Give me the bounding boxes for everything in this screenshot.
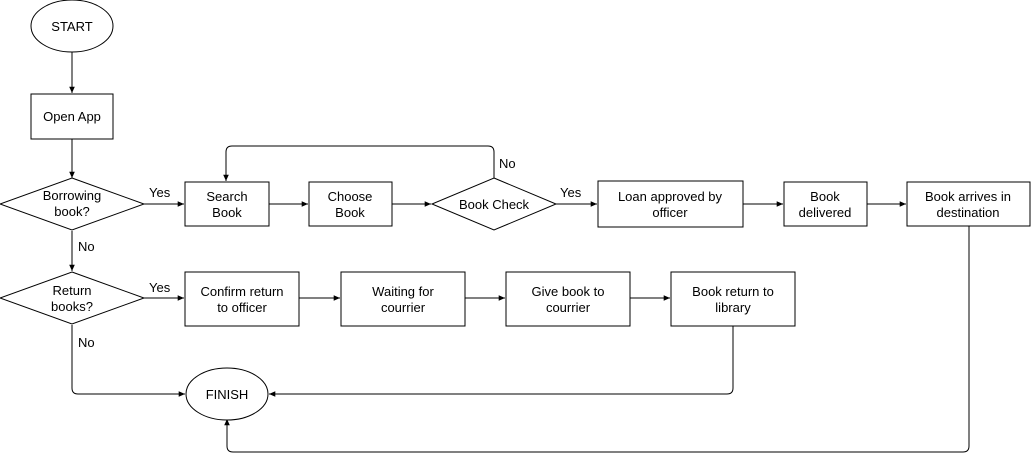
node-open-app-label: Open App bbox=[43, 109, 101, 124]
node-waiting-courrier: Waiting for courrier bbox=[340, 271, 466, 327]
node-return-decision: Return books? bbox=[0, 271, 146, 325]
node-book-check-decision: Book Check bbox=[430, 177, 558, 231]
node-return-line2: books? bbox=[51, 299, 93, 314]
node-give-line2: courrier bbox=[546, 300, 591, 315]
node-open-app: Open App bbox=[30, 93, 114, 140]
node-confirm-return: Confirm return to officer bbox=[184, 271, 300, 327]
edges bbox=[69, 52, 970, 453]
node-borrowing-decision: Borrowing book? bbox=[0, 177, 146, 231]
node-arrives-line2: destination bbox=[937, 205, 1000, 220]
node-book-return-line2: library bbox=[715, 300, 751, 315]
label-check-no: No bbox=[499, 156, 516, 171]
node-loan-line2: officer bbox=[652, 205, 688, 220]
node-book-delivered: Book delivered bbox=[783, 181, 868, 227]
node-give-book: Give book to courrier bbox=[505, 271, 631, 327]
label-return-no: No bbox=[78, 335, 95, 350]
node-return-line1: Return bbox=[52, 283, 91, 298]
edge-check-no-loop bbox=[223, 145, 495, 181]
node-borrowing-line2: book? bbox=[54, 204, 89, 219]
node-waiting-line2: courrier bbox=[381, 300, 426, 315]
node-search-line1: Search bbox=[206, 189, 247, 204]
edge-book-return-to-finish bbox=[269, 326, 734, 397]
node-book-return-line1: Book return to bbox=[692, 284, 774, 299]
node-arrives-line1: Book arrives in bbox=[925, 189, 1011, 204]
label-borrow-no: No bbox=[78, 239, 95, 254]
node-book-check-label: Book Check bbox=[459, 197, 530, 212]
node-delivered-line2: delivered bbox=[799, 205, 852, 220]
node-book-return-library: Book return to library bbox=[670, 271, 796, 327]
label-check-yes: Yes bbox=[560, 185, 582, 200]
node-delivered-line1: Book bbox=[810, 189, 840, 204]
node-choose-line1: Choose bbox=[328, 189, 373, 204]
node-loan-approved: Loan approved by officer bbox=[597, 180, 744, 228]
node-book-arrives: Book arrives in destination bbox=[906, 181, 1031, 227]
edge-labels: Yes No Yes No Yes No bbox=[78, 156, 582, 350]
node-loan-line1: Loan approved by bbox=[618, 189, 723, 204]
label-return-yes: Yes bbox=[149, 280, 171, 295]
node-confirm-line2: to officer bbox=[217, 300, 267, 315]
node-start-label: START bbox=[51, 19, 92, 34]
edge-return-no-to-finish bbox=[71, 325, 185, 397]
node-finish-label: FINISH bbox=[206, 387, 249, 402]
node-search-book: Search Book bbox=[184, 181, 270, 227]
node-search-line2: Book bbox=[212, 205, 242, 220]
node-waiting-line1: Waiting for bbox=[372, 284, 434, 299]
node-finish: FINISH bbox=[185, 367, 269, 421]
node-choose-line2: Book bbox=[335, 205, 365, 220]
node-give-line1: Give book to bbox=[532, 284, 605, 299]
edge-arrives-to-finish bbox=[224, 226, 970, 453]
label-borrow-yes: Yes bbox=[149, 185, 171, 200]
node-start: START bbox=[30, 0, 114, 53]
node-confirm-line1: Confirm return bbox=[200, 284, 283, 299]
node-choose-book: Choose Book bbox=[308, 181, 393, 227]
node-borrowing-line1: Borrowing bbox=[43, 188, 102, 203]
